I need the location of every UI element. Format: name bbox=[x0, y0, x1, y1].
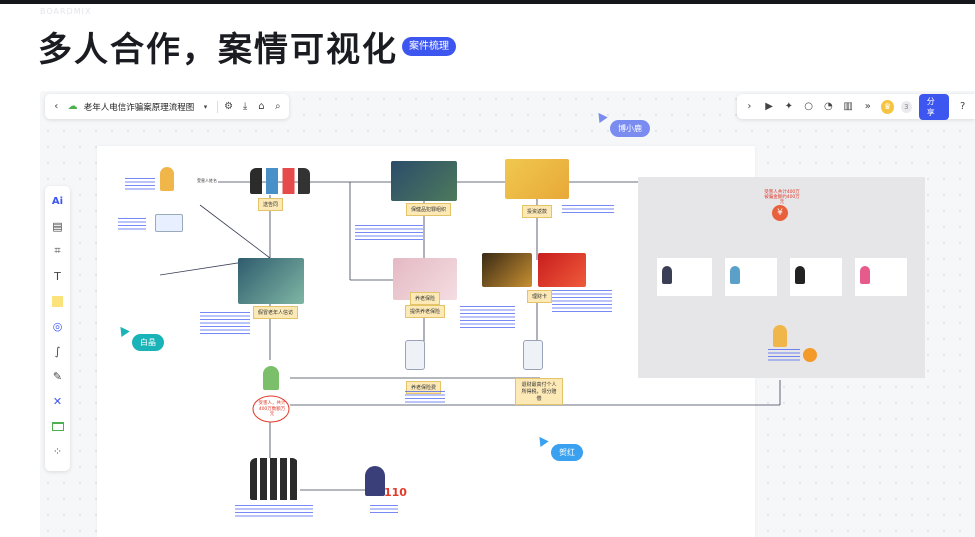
group-figures bbox=[250, 168, 310, 194]
comment-icon[interactable]: ○ bbox=[804, 101, 813, 112]
share-button[interactable]: 分享 bbox=[918, 93, 950, 120]
expand-chevron-icon[interactable]: › bbox=[747, 101, 752, 112]
help-icon[interactable]: ? bbox=[960, 101, 966, 112]
collaborator-cursor: 贺红 bbox=[535, 433, 583, 461]
text-block-lines bbox=[552, 290, 612, 312]
shape-icon[interactable]: ◎ bbox=[52, 319, 63, 333]
search-icon[interactable]: ⌕ bbox=[275, 101, 281, 112]
sticky-note-icon[interactable] bbox=[50, 294, 65, 308]
timer-icon[interactable]: ◔ bbox=[823, 101, 833, 112]
vote-icon[interactable]: ▥ bbox=[843, 101, 853, 112]
pen-icon[interactable]: ✎ bbox=[52, 369, 63, 383]
connector-icon[interactable]: ∫ bbox=[54, 344, 61, 358]
text-icon[interactable]: T bbox=[54, 269, 61, 283]
play-icon[interactable]: ▶ bbox=[765, 101, 773, 112]
cursor-arrow-icon bbox=[594, 109, 608, 124]
panel-title-line1: 受害人共计400万 bbox=[764, 190, 800, 195]
panel-title: 受害人共计400万 被骗金额约400万元 bbox=[762, 190, 802, 205]
text-block-lines bbox=[562, 205, 614, 215]
surveillance-image bbox=[238, 258, 304, 304]
currency-icon: ¥ bbox=[772, 205, 788, 221]
flow-node-label: 送告同 bbox=[258, 198, 284, 211]
scam-group-image bbox=[391, 161, 457, 201]
red-envelope-image bbox=[538, 253, 586, 287]
flow-node-label: 提供养老保险 bbox=[405, 305, 446, 318]
victim-summary: 受害人，共计400万数额万元 bbox=[258, 401, 286, 418]
collaborator-name-tag: 贺红 bbox=[551, 444, 583, 461]
frame-icon[interactable]: ⌗ bbox=[54, 244, 61, 257]
flow-node-label: 退财最高付个人所得税，领分赔偿 bbox=[515, 378, 563, 405]
text-block-lines bbox=[235, 505, 313, 519]
celebrate-icon[interactable]: ✦ bbox=[784, 101, 794, 112]
collaborator-count: 3 bbox=[900, 100, 912, 113]
gold-coins-image bbox=[482, 253, 532, 287]
flow-node-text: 退财最高付个人所得税，领分赔偿 bbox=[521, 382, 557, 402]
crowd-figures bbox=[250, 458, 298, 500]
text-block-lines bbox=[370, 505, 398, 514]
user-avatar[interactable]: ♛ bbox=[881, 99, 894, 114]
victim-figure bbox=[263, 366, 279, 390]
collaborator-name-tag: 白晶 bbox=[132, 334, 164, 351]
page-headline: 多人合作，案情可视化 bbox=[38, 30, 398, 70]
panel-title-line2: 被骗金额约400万元 bbox=[764, 195, 800, 205]
money-bag-icon bbox=[803, 348, 817, 362]
tool-palette: Ai ▤ ⌗ T ◎ ∫ ✎ ✕ ⁘ bbox=[45, 186, 70, 471]
text-block-lines bbox=[125, 178, 155, 190]
collaborator-cursor: 博小鹿 bbox=[594, 109, 650, 137]
settings-icon[interactable]: ⚙ bbox=[224, 101, 234, 112]
person-avatar bbox=[860, 266, 870, 284]
text-block-lines bbox=[355, 225, 423, 241]
brand-watermark: BOARDMIX bbox=[40, 7, 92, 16]
download-icon[interactable]: ⤓ bbox=[242, 101, 248, 112]
tag-icon[interactable]: ⌂ bbox=[258, 101, 265, 112]
text-block-lines bbox=[118, 218, 146, 232]
collaboration-toolbar: › ▶ ✦ ○ ◔ ▥ » ♛ 3 分享 ? bbox=[737, 93, 975, 120]
flow-node-caption: 受害人姓名 bbox=[196, 178, 218, 184]
person-avatar bbox=[795, 266, 805, 284]
pos-terminal-icon bbox=[523, 340, 543, 370]
flow-node-label: 养老保险 bbox=[410, 292, 441, 305]
document-toolbar: ‹ ☁ 老年人电信诈骗案原理流程图 ▾ ⚙ ⤓ ⌂ ⌕ bbox=[45, 94, 289, 119]
document-title[interactable]: 老年人电信诈骗案原理流程图 bbox=[83, 102, 195, 113]
cursor-arrow-icon bbox=[535, 433, 549, 448]
more-icon[interactable]: » bbox=[864, 101, 871, 112]
table-icon[interactable] bbox=[50, 419, 65, 433]
template-icon[interactable]: ▤ bbox=[52, 219, 63, 233]
text-block-lines bbox=[405, 391, 445, 403]
window-top-bar bbox=[0, 0, 975, 4]
flow-node-label: 保健品犯罪组织 bbox=[406, 203, 452, 216]
person-avatar bbox=[662, 266, 672, 284]
cloud-icon: ☁ bbox=[67, 101, 78, 112]
collaborator-name-tag: 博小鹿 bbox=[610, 120, 650, 137]
police-figure bbox=[365, 466, 385, 496]
victim-summary-text: 受害人，共计400万数额万元 bbox=[258, 401, 286, 417]
text-block-lines bbox=[460, 306, 515, 328]
collaborator-cursor: 白晶 bbox=[116, 323, 164, 351]
pos-terminal-icon bbox=[405, 340, 425, 370]
money-car-image bbox=[505, 159, 569, 199]
cursor-arrow-icon bbox=[116, 323, 130, 338]
mindmap-icon[interactable]: ✕ bbox=[52, 394, 63, 408]
flow-node-label: 理财卡 bbox=[527, 290, 553, 303]
person-avatar bbox=[773, 325, 787, 347]
flow-node-label: 投资返款 bbox=[522, 205, 553, 218]
feature-badge: 案件梳理 bbox=[402, 37, 456, 56]
ai-icon[interactable]: Ai bbox=[51, 195, 64, 207]
police-number: 110 bbox=[384, 486, 407, 499]
suspect-figure bbox=[160, 167, 174, 191]
chart-thumbnail bbox=[155, 214, 183, 232]
chevron-down-icon[interactable]: ▾ bbox=[203, 102, 208, 111]
text-block-lines bbox=[200, 312, 250, 334]
divider bbox=[216, 100, 218, 113]
back-chevron-icon[interactable]: ‹ bbox=[54, 101, 59, 112]
flow-node-label: 假冒老年人信访 bbox=[253, 306, 299, 319]
person-avatar bbox=[730, 266, 740, 284]
more-tools-icon[interactable]: ⁘ bbox=[52, 444, 63, 458]
text-block-lines bbox=[768, 349, 800, 363]
